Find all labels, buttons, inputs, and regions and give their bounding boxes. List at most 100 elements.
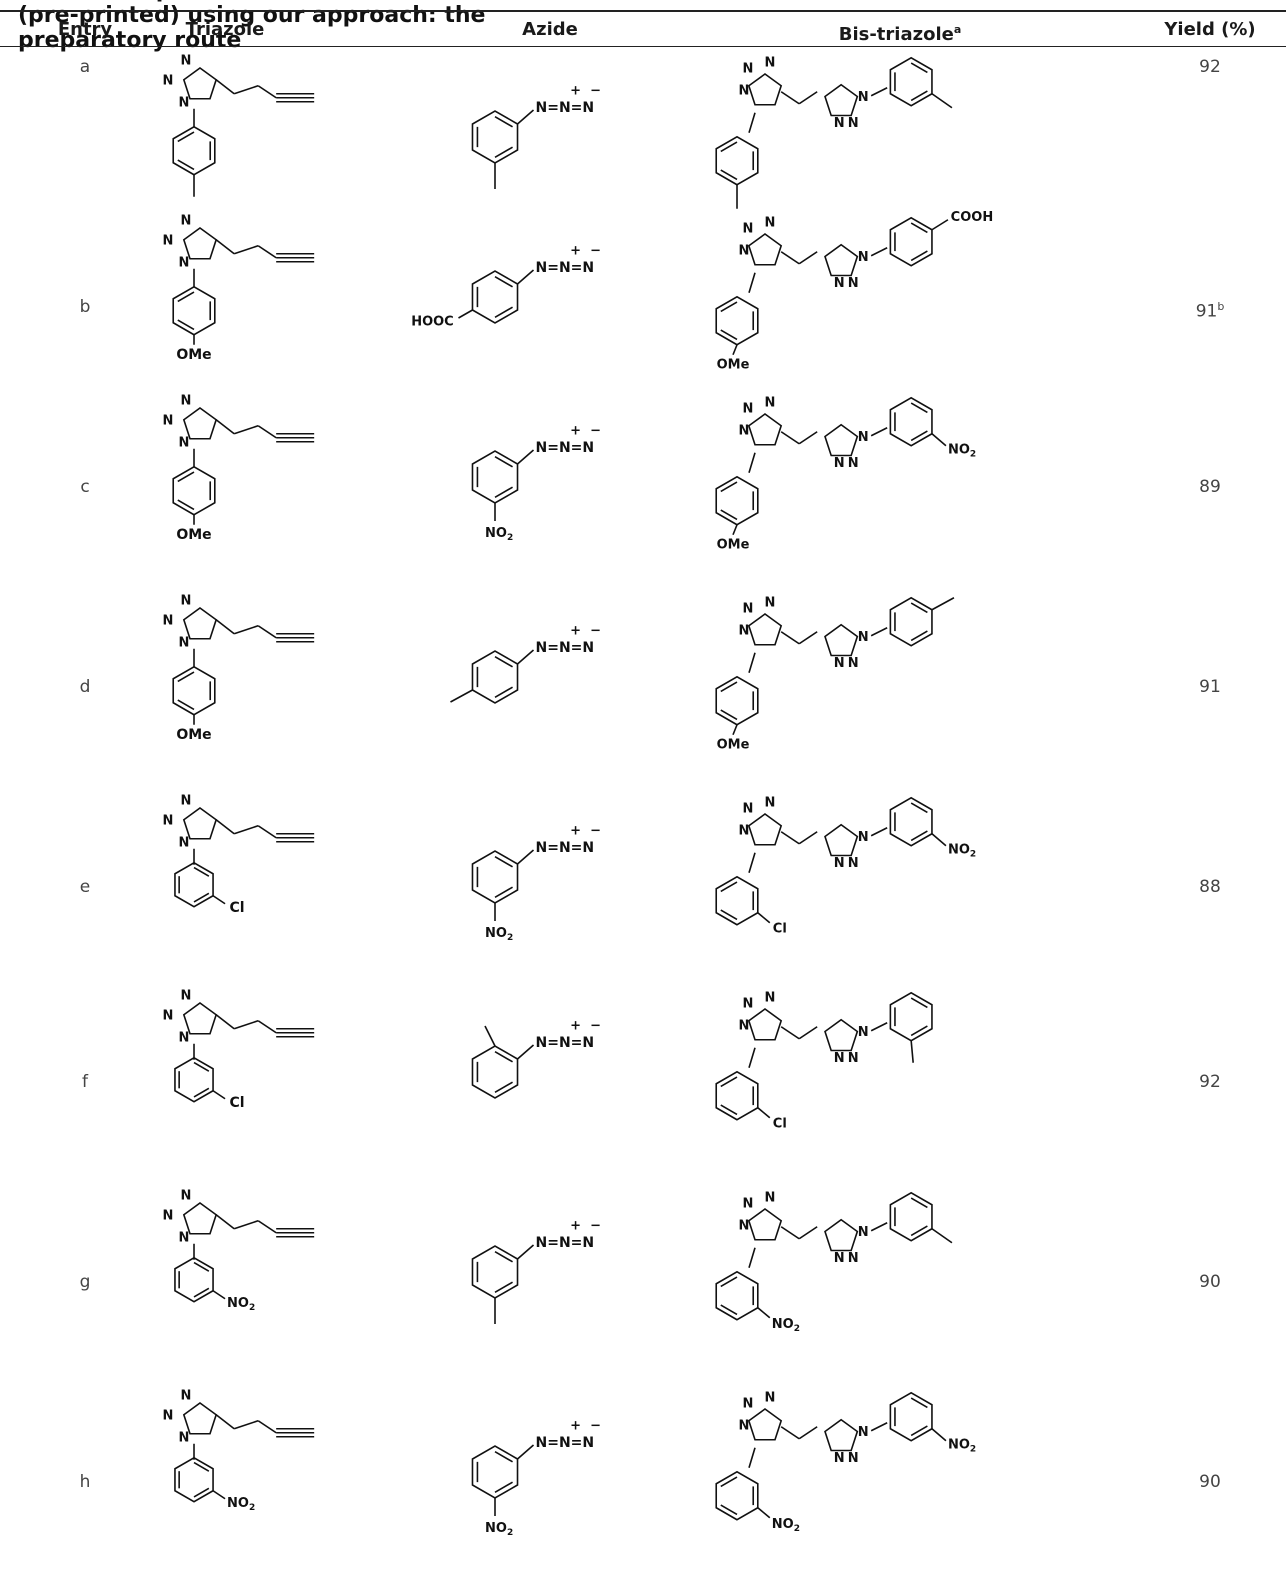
propyl-chain	[233, 424, 259, 435]
nitro-label-text: NO	[772, 1516, 794, 1531]
ethylene-bridge	[780, 631, 800, 645]
yield-number: 90	[1199, 1272, 1221, 1292]
right-aryl-ring	[889, 396, 933, 447]
nitro-label-text: NO	[948, 442, 970, 457]
left-aryl-ring	[715, 295, 759, 346]
n-aryl-ring	[172, 665, 216, 716]
atom-n: N	[765, 796, 776, 811]
atom-n: N	[765, 56, 776, 71]
aromatic-double-bond	[193, 1287, 210, 1298]
triazole-outline	[824, 1418, 859, 1452]
azide-text: N=N=N	[536, 1035, 595, 1051]
left-aryl-ring	[715, 475, 759, 526]
triazole-ring	[182, 1002, 218, 1035]
aromatic-double-bond	[910, 430, 928, 442]
entry-label: b	[79, 297, 91, 317]
methyl-bond	[931, 93, 953, 109]
azide-bond	[516, 849, 535, 865]
methoxy-label: OMe	[176, 527, 211, 543]
yield-value: 89	[1150, 475, 1270, 499]
propyl-chain	[233, 1019, 259, 1030]
carboxyl-label: COOH	[951, 210, 994, 225]
nitro-label-subscript: 2	[507, 533, 513, 543]
azide-structure: N=N=N+−HOOC	[411, 244, 601, 330]
aromatic-double-bond	[193, 1461, 210, 1472]
aromatic-double-bond	[720, 1504, 738, 1516]
triazole-outline	[824, 623, 859, 657]
methyl-bond	[910, 1040, 914, 1063]
header-azide: Azide	[522, 19, 578, 40]
nitro-bond	[931, 833, 947, 847]
azide-bond	[516, 109, 535, 125]
atom-n: N	[834, 656, 845, 671]
nitro-label-text: NO	[772, 1316, 794, 1331]
azide-molecule: N=N=N+−NO2	[471, 1419, 601, 1538]
ethylene-bridge	[798, 831, 818, 845]
chloro-label: Cl	[230, 900, 245, 916]
yield-number: 91	[1195, 301, 1218, 322]
triazole-ring-2	[824, 623, 859, 657]
triazole-outline	[182, 607, 218, 640]
triazole-outline	[182, 1202, 218, 1235]
atom-n: N	[858, 1025, 869, 1040]
left-aryl-ring	[715, 1470, 759, 1521]
triazole-outline	[747, 413, 783, 446]
atom-n: N	[739, 1219, 750, 1234]
ring-outline	[471, 110, 519, 164]
n-aryl-bond	[870, 427, 888, 437]
yield-value: 92	[1150, 55, 1270, 79]
aromatic-double-bond	[494, 276, 513, 288]
ethylene-bridge	[798, 1026, 818, 1040]
aromatic-double-bond	[494, 1081, 513, 1093]
n-aryl-bond	[748, 1247, 756, 1268]
triazole-ring-1	[747, 813, 783, 846]
atom-n1: N	[179, 1231, 190, 1246]
atom-n: N	[739, 424, 750, 439]
yield-number: 92	[1199, 57, 1221, 77]
azide-plus-charge: +	[570, 624, 581, 639]
aromatic-double-bond	[494, 856, 513, 868]
propyl-chain	[215, 1214, 235, 1230]
aromatic-double-bond	[910, 1425, 928, 1437]
left-aryl-ring	[715, 675, 759, 726]
nitro-label-subscript: 2	[970, 1444, 976, 1454]
right-aryl-ring	[889, 1191, 933, 1242]
atom-n2: N	[163, 1409, 174, 1424]
right-aryl-ring	[889, 596, 933, 647]
aromatic-double-bond	[494, 1051, 513, 1063]
azide-structure: N=N=N+−	[471, 84, 601, 189]
atom-n: N	[743, 402, 754, 417]
atom-n2: N	[163, 814, 174, 829]
nitro-label: NO2	[485, 926, 513, 943]
nitro-label-text: NO	[227, 1295, 249, 1310]
nitro-label: NO2	[227, 1295, 255, 1312]
aromatic-double-bond	[494, 1481, 513, 1493]
ring-outline	[471, 270, 519, 324]
ring-outline	[889, 216, 933, 267]
azide-group: N=N=N+−	[536, 1419, 601, 1452]
nitro-label: NO2	[772, 1516, 800, 1533]
azide-group: N=N=N+−	[536, 424, 601, 457]
azide-structure: N=N=N+−NO2	[471, 1419, 601, 1538]
triazole-structure: NNN	[163, 54, 315, 197]
ring-outline	[715, 135, 759, 186]
azide-aryl-ring	[471, 850, 519, 904]
atom-n3: N	[181, 214, 192, 229]
caption-text: Table 2 Preparation of bis-triazoles (pr…	[18, 0, 486, 53]
n-aryl-ring	[172, 285, 216, 336]
aromatic-double-bond	[177, 499, 195, 511]
atom-n3: N	[181, 1189, 192, 1204]
atom-n: N	[765, 596, 776, 611]
triazole-outline	[824, 823, 859, 857]
ring-outline	[172, 125, 216, 176]
methyl-bond	[931, 1228, 953, 1244]
